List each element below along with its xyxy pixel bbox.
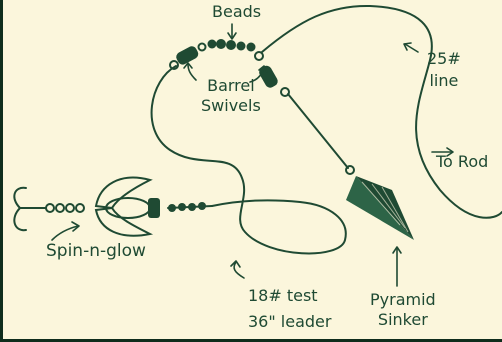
- pyramid-sinker: [346, 166, 414, 240]
- barrel-swivels-label-line2: Swivels: [201, 96, 261, 116]
- barrel-swivels-arrow-left: [188, 64, 196, 80]
- main-line-weight: 25#: [427, 48, 461, 70]
- line-arrow: [405, 44, 418, 52]
- main-line-25lb: [262, 6, 502, 218]
- to-rod-label: To Rod: [436, 154, 488, 170]
- beads-label: Beads: [212, 4, 261, 20]
- sinker-dropper-line: [288, 94, 348, 168]
- main-line-label: 25# line: [427, 48, 461, 92]
- barrel-swivels-label: Barrel Swivels: [201, 76, 261, 116]
- treble-hook: [14, 188, 54, 230]
- spin-n-glow-arrow: [52, 226, 78, 240]
- main-line-word: line: [427, 70, 461, 92]
- pyramid-label: Pyramid: [370, 290, 436, 310]
- barrel-swivels-label-line1: Barrel: [201, 76, 261, 96]
- leader-length-label: 36" leader: [248, 309, 331, 335]
- leader-test-label: 18# test: [248, 283, 331, 309]
- spin-n-glow-label: Spin-n-glow: [46, 243, 146, 260]
- pyramid-sinker-label: Pyramid Sinker: [370, 290, 436, 330]
- lure-front-beads: [56, 204, 84, 212]
- sinker-label: Sinker: [370, 310, 436, 330]
- beads: [208, 39, 256, 52]
- leader-label: 18# test 36" leader: [248, 283, 331, 335]
